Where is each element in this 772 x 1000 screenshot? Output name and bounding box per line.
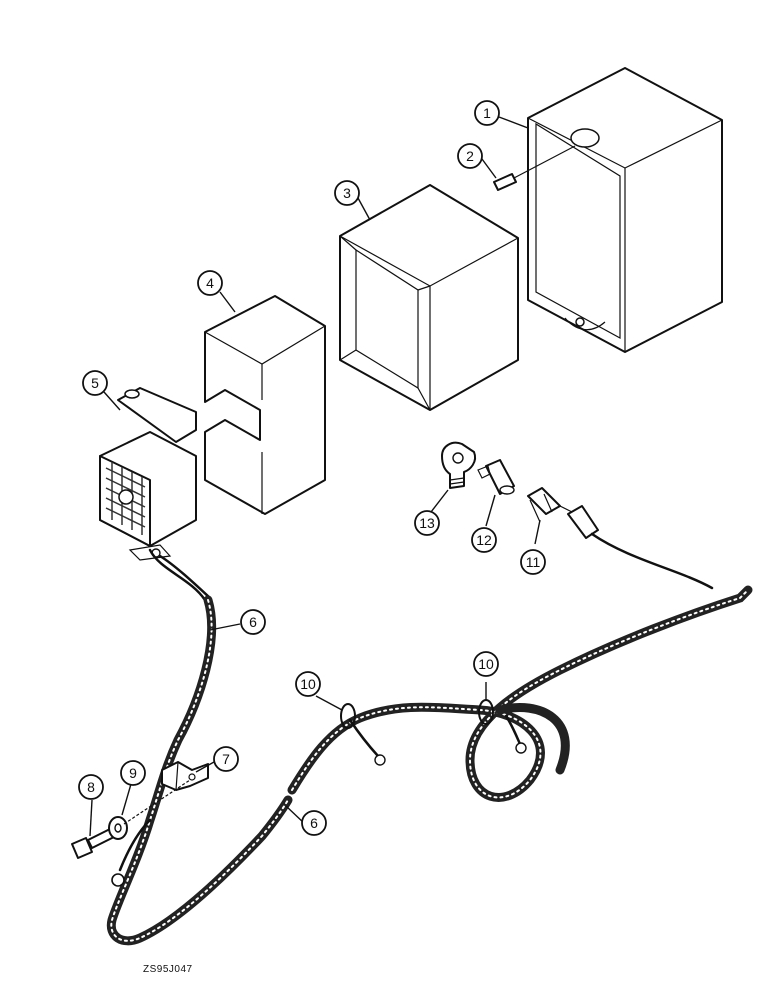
foam-sleeve [339, 184, 519, 411]
callout-7: 7 [213, 746, 239, 772]
washer [108, 779, 191, 840]
svg-text:8: 8 [87, 779, 95, 795]
callout-5: 5 [82, 370, 108, 396]
pressure-switch [527, 487, 714, 590]
callout-10-left: 10 [295, 671, 321, 697]
callout-1: 1 [474, 100, 500, 126]
adapter-fitting [477, 459, 515, 495]
callout-9: 9 [120, 760, 146, 786]
svg-text:5: 5 [91, 375, 99, 391]
cable-clamp [161, 761, 209, 791]
svg-text:6: 6 [310, 815, 318, 831]
svg-text:12: 12 [476, 532, 492, 548]
callout-13: 13 [414, 510, 440, 536]
callout-12: 12 [471, 527, 497, 553]
elbow-fitting [441, 441, 476, 489]
callout-2: 2 [457, 143, 483, 169]
backup-alarm [99, 387, 197, 561]
callout-6-lower: 6 [301, 810, 327, 836]
callout-4: 4 [197, 270, 223, 296]
wiring-harness [106, 548, 753, 946]
svg-text:10: 10 [300, 676, 316, 692]
svg-text:2: 2 [466, 148, 474, 164]
svg-text:7: 7 [222, 751, 230, 767]
svg-text:1: 1 [483, 105, 491, 121]
svg-text:9: 9 [129, 765, 137, 781]
foam-insert [204, 295, 326, 515]
svg-text:11: 11 [526, 554, 541, 570]
callout-8: 8 [78, 774, 104, 800]
svg-text:3: 3 [343, 185, 351, 201]
housing-cover [527, 67, 723, 353]
svg-text:6: 6 [249, 614, 257, 630]
leader-lines [89, 116, 541, 837]
callout-11: 11 [520, 549, 546, 575]
callout-6-upper: 6 [240, 609, 266, 635]
callout-10-right: 10 [473, 651, 499, 677]
svg-text:4: 4 [206, 275, 214, 291]
screw [493, 145, 576, 191]
svg-text:10: 10 [478, 656, 494, 672]
callout-3: 3 [334, 180, 360, 206]
svg-text:13: 13 [419, 515, 435, 531]
drawing-code: ZS95J047 [143, 964, 193, 975]
